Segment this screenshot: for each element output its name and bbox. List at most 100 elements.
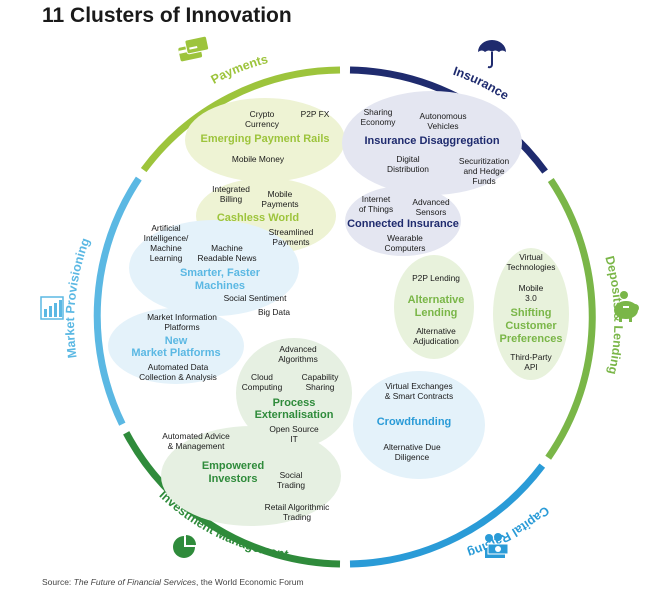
item-text: Integrated [212, 184, 250, 194]
cluster-name: New [165, 335, 188, 347]
item-text: Computers [385, 243, 426, 253]
cluster-name: Crowdfunding [377, 416, 452, 428]
item-text: Third-Party [510, 352, 552, 362]
source-publication: The Future of Financial Services [73, 577, 197, 587]
item-text: Vehicles [427, 121, 458, 131]
item-text: Streamlined [269, 227, 314, 237]
smarter-faster-machines-bubble [129, 220, 299, 316]
page-title: 11 Clusters of Innovation [42, 4, 292, 27]
cluster-name: Connected Insurance [347, 218, 459, 230]
credit-card-icon [178, 35, 210, 62]
process-externalisation-bubble [236, 338, 352, 448]
cluster-name: Process [273, 397, 316, 409]
item-text: Mobile [519, 283, 544, 293]
item-text: Autonomous [419, 111, 466, 121]
item-text: Securitization [459, 156, 510, 166]
item-text: Technologies [507, 262, 556, 272]
source-note: Source: The Future of Financial Services… [42, 577, 304, 587]
item-text: Advanced [279, 344, 317, 354]
piggy-bank-icon [614, 291, 639, 322]
item-text: Machine [150, 243, 182, 253]
item-text: Collection & Analysis [139, 372, 217, 382]
item-text: Advanced [412, 197, 450, 207]
item-text: Internet [362, 194, 391, 204]
source-prefix: Source: [42, 577, 74, 587]
segment-label-market-provisioning: Market Provisioning [63, 236, 92, 359]
item-text: Automated Advice [162, 431, 230, 441]
connected-insurance-bubble [345, 186, 461, 256]
item-text: Market Information [147, 312, 217, 322]
cluster-crowdfunding: Virtual Exchanges & Smart Contracts Crow… [377, 381, 453, 462]
cluster-shifting-customer-preferences: Virtual Technologies Mobile 3.0 Shifting… [500, 252, 563, 372]
alternative-lending-bubble [394, 255, 474, 359]
item-text: Capability [302, 372, 340, 382]
cluster-name: Cashless World [217, 212, 299, 224]
new-market-platforms-bubble [108, 308, 244, 384]
item-text: Open Source [269, 424, 319, 434]
item-text: API [524, 362, 538, 372]
item-text: Trading [283, 512, 311, 522]
item-text: Computing [242, 382, 283, 392]
item-text: Readable News [197, 253, 256, 263]
empowered-investors-bubble [161, 426, 341, 526]
item-text: IT [290, 434, 297, 444]
cluster-name: Smarter, Faster [180, 267, 261, 279]
cluster-cashless-world: Integrated Billing Mobile Payments Cashl… [212, 184, 314, 247]
item-text: Diligence [395, 452, 430, 462]
item-text: Crypto [250, 109, 275, 119]
item-text: Artificial [151, 223, 180, 233]
item-text: Alternative Due [383, 442, 441, 452]
market-provisioning-arc [93, 176, 142, 426]
item-text: Algorithms [278, 354, 318, 364]
item-text: Platforms [164, 322, 199, 332]
item-text: Automated Data [148, 362, 209, 372]
payments-arc [140, 66, 341, 173]
item-text: Big Data [258, 307, 290, 317]
deposits-lending-arc [545, 178, 596, 460]
cluster-name: Lending [415, 307, 458, 319]
item-text: Funds [472, 176, 495, 186]
cluster-name: Empowered [202, 460, 264, 472]
umbrella-icon [478, 40, 506, 69]
cluster-insurance-disaggregation: Sharing Economy Autonomous Vehicles Insu… [361, 107, 510, 186]
cluster-emerging-payment-rails: Crypto Currency P2P FX Emerging Payment … [201, 109, 330, 164]
cluster-empowered-investors: Automated Advice & Management Empowered … [162, 431, 329, 522]
item-text: Distribution [387, 164, 429, 174]
item-text: Sensors [416, 207, 447, 217]
item-text: of Things [359, 204, 393, 214]
crowdfunding-bubble [353, 371, 485, 479]
item-text: Digital [396, 154, 419, 164]
item-text: Payments [261, 199, 298, 209]
item-text: Social [280, 470, 303, 480]
item-text: Retail Algorithmic [265, 502, 330, 512]
cluster-name: Shifting [511, 307, 552, 319]
insurance-disaggregation-bubble [342, 91, 522, 195]
bar-chart-icon [40, 296, 64, 320]
item-text: Wearable [387, 233, 423, 243]
item-text: Sharing [306, 382, 335, 392]
banknotes-icon [485, 533, 509, 558]
capital-raising-arc [349, 463, 546, 568]
item-text: P2P Lending [412, 273, 460, 283]
item-text: Intelligence/ [144, 233, 189, 243]
item-text: Alternative [416, 326, 456, 336]
item-text: Adjudication [413, 336, 459, 346]
emerging-payment-rails-bubble [185, 98, 345, 182]
cluster-name: Externalisation [255, 409, 334, 421]
cluster-name: Investors [209, 473, 258, 485]
item-text: and Hedge [464, 166, 505, 176]
cluster-name: Market Platforms [131, 347, 220, 359]
source-suffix: , the World Economic Forum [196, 577, 304, 587]
cluster-name: Emerging Payment Rails [201, 133, 330, 145]
item-text: Trading [277, 480, 305, 490]
cluster-name: Customer [505, 320, 557, 332]
item-text: Currency [245, 119, 280, 129]
shifting-customer-preferences-bubble [493, 248, 569, 380]
pie-chart-icon [173, 535, 196, 558]
item-text: Virtual Exchanges [385, 381, 452, 391]
item-text: & Smart Contracts [385, 391, 453, 401]
item-text: & Management [168, 441, 225, 451]
cluster-process-externalisation: Advanced Algorithms Cloud Computing Capa… [242, 344, 339, 444]
item-text: Social Sentiment [224, 293, 288, 303]
